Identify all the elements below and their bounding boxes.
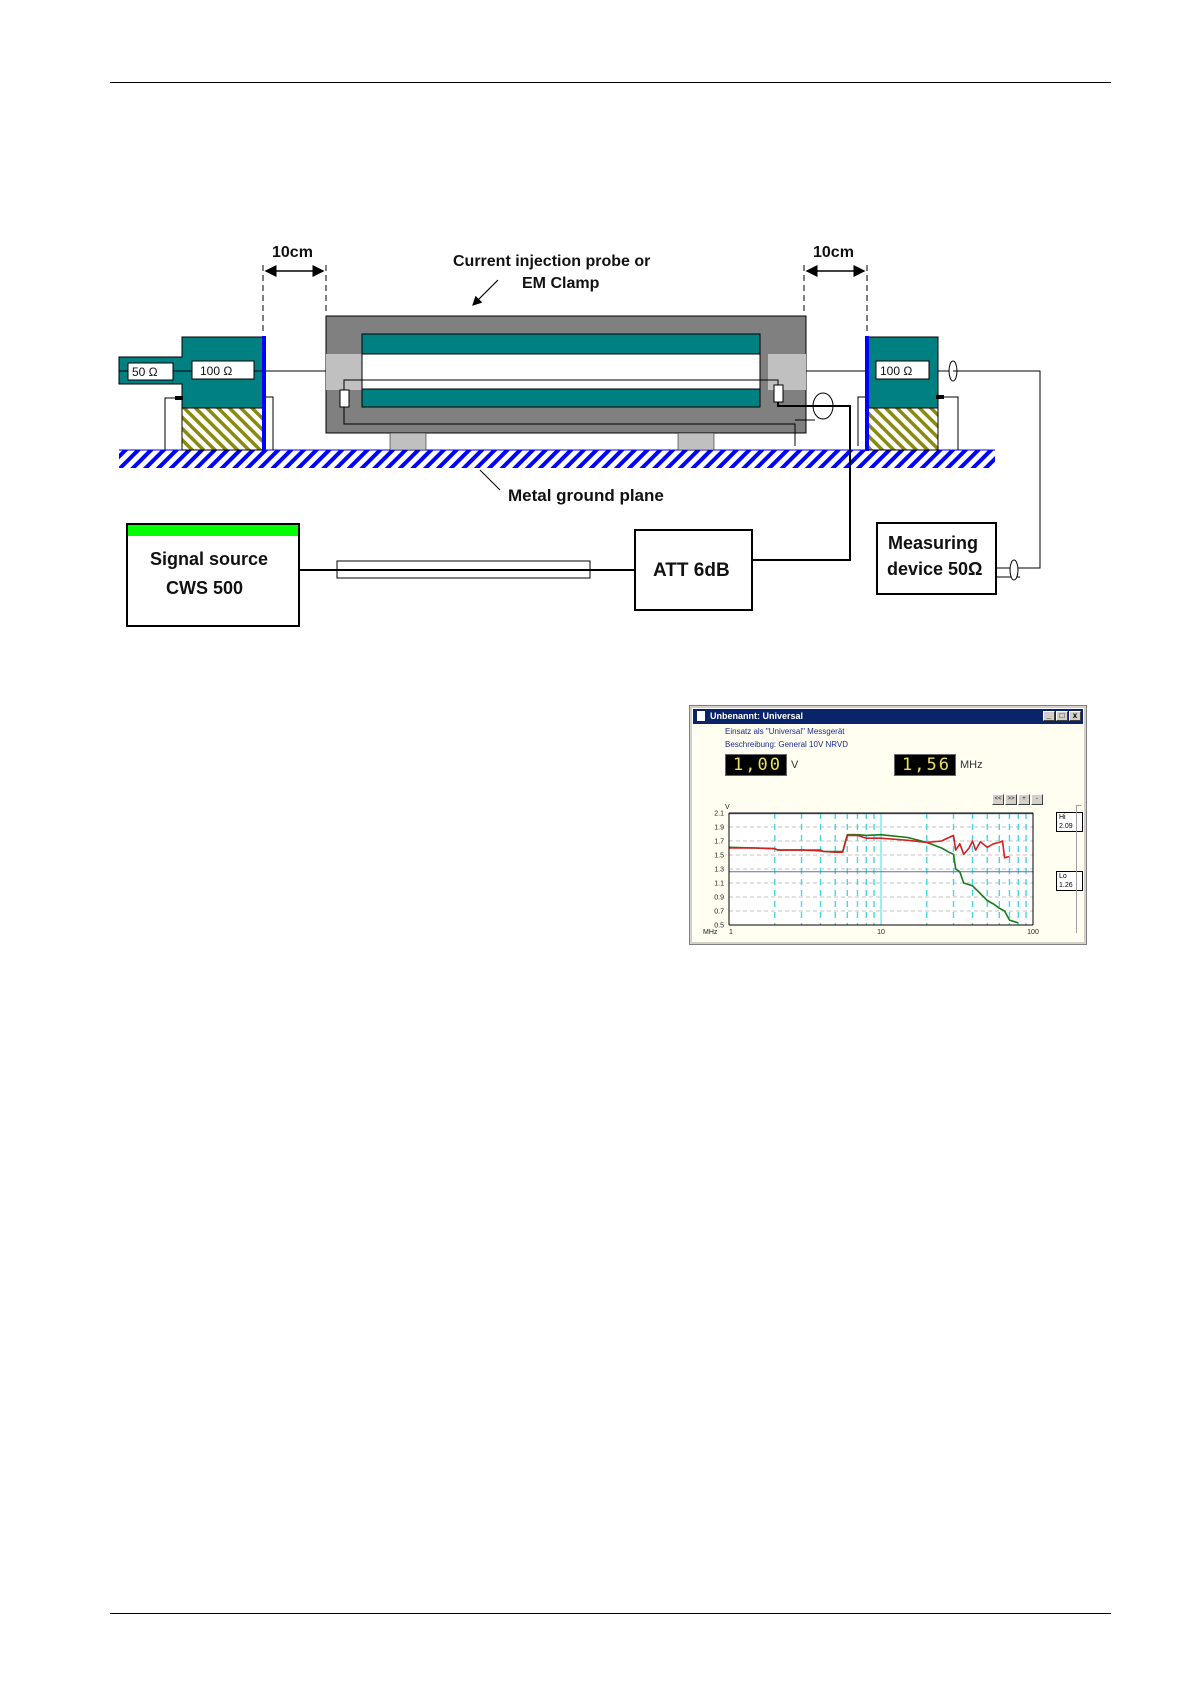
y-tick-label: 0.7 <box>714 909 724 916</box>
probe-label-line2: EM Clamp <box>522 275 600 292</box>
limit-slider-track[interactable] <box>1076 805 1077 933</box>
close-button[interactable]: x <box>1069 711 1081 721</box>
y-tick-label: 2.1 <box>714 811 724 818</box>
probe-label-line1: Current injection probe or <box>453 253 650 270</box>
scroll-left-button[interactable]: << <box>992 794 1004 805</box>
signal-source-box: Signal source CWS 500 <box>126 523 300 627</box>
x-tick-label: 1 <box>729 929 733 936</box>
minimize-button[interactable]: _ <box>1043 711 1055 721</box>
measuring-device-label2: device 50Ω <box>887 559 983 579</box>
dimension-left: 10cm <box>262 244 327 335</box>
dimension-right: 10cm <box>803 244 868 335</box>
cdn-left-50ohm: 50 Ω <box>132 365 158 379</box>
voltage-display: 1,00 <box>725 754 787 776</box>
universal-app-window: Unbenannt: Universal _ □ x Einsatz als "… <box>689 705 1087 945</box>
voltage-unit: V <box>791 759 799 771</box>
frequency-unit: MHz <box>960 759 983 771</box>
y-tick-label: 1.7 <box>714 839 724 846</box>
cdn-left-100ohm: 100 Ω <box>200 364 232 378</box>
y-axis-label: V <box>725 804 730 811</box>
window-title: Unbenannt: Universal <box>710 711 804 721</box>
dimension-left-label: 10cm <box>272 244 313 261</box>
cdn-right: 100 Ω <box>857 336 1041 569</box>
test-setup-diagram: 10cm 10cm Current injection probe or EM … <box>118 244 1041 627</box>
zoom-in-button[interactable]: + <box>1018 794 1030 805</box>
attenuator-box: ATT 6dB <box>634 529 753 611</box>
measuring-device-label1: Measuring <box>888 533 978 553</box>
document-icon <box>697 711 705 721</box>
x-tick-label: 10 <box>877 929 885 936</box>
series-line-red <box>729 834 1010 859</box>
y-tick-label: 1.3 <box>714 867 724 874</box>
ground-plane-label: Metal ground plane <box>508 486 664 505</box>
dimension-right-label: 10cm <box>813 244 854 261</box>
scroll-right-button[interactable]: >> <box>1005 794 1017 805</box>
cdn-right-100ohm: 100 Ω <box>880 364 912 378</box>
title-bar: Unbenannt: Universal _ □ x <box>693 709 1083 724</box>
signal-source-label: Signal source <box>150 549 268 569</box>
y-tick-label: 1.5 <box>714 853 724 860</box>
maximize-button[interactable]: □ <box>1056 711 1068 721</box>
y-tick-label: 1.9 <box>714 825 724 832</box>
measuring-device-box: Measuring device 50Ω <box>876 522 1020 595</box>
x-axis-label: MHz <box>703 929 718 936</box>
lo-limit-label: Lo 1.26 <box>1056 871 1083 891</box>
hi-limit-label: Hi 2.09 <box>1056 812 1083 832</box>
em-clamp <box>325 315 851 561</box>
x-tick-label: 100 <box>1027 929 1039 936</box>
y-tick-label: 1.1 <box>714 881 724 888</box>
y-tick-label: 0.9 <box>714 895 724 902</box>
zoom-out-button[interactable]: - <box>1031 794 1043 805</box>
description-text: Beschreibung: General 10V NRVD <box>725 740 849 749</box>
metal-ground-plane <box>119 450 995 468</box>
signal-source-model: CWS 500 <box>166 578 243 598</box>
cdn-left: 50 Ω 100 Ω <box>118 336 274 451</box>
header-rule <box>110 82 1111 83</box>
usage-text: Einsatz als "Universal" Messgerät <box>725 727 845 736</box>
measurement-chart: 2.1 1.9 1.7 1.5 1.3 1.1 0.9 0.7 0.5 V MHz 1 10 100 <box>703 804 1039 936</box>
attenuator-label: ATT 6dB <box>653 560 730 581</box>
footer-rule <box>110 1613 1111 1614</box>
frequency-display: 1,56 <box>894 754 956 776</box>
y-tick-label: 0.5 <box>714 923 724 930</box>
